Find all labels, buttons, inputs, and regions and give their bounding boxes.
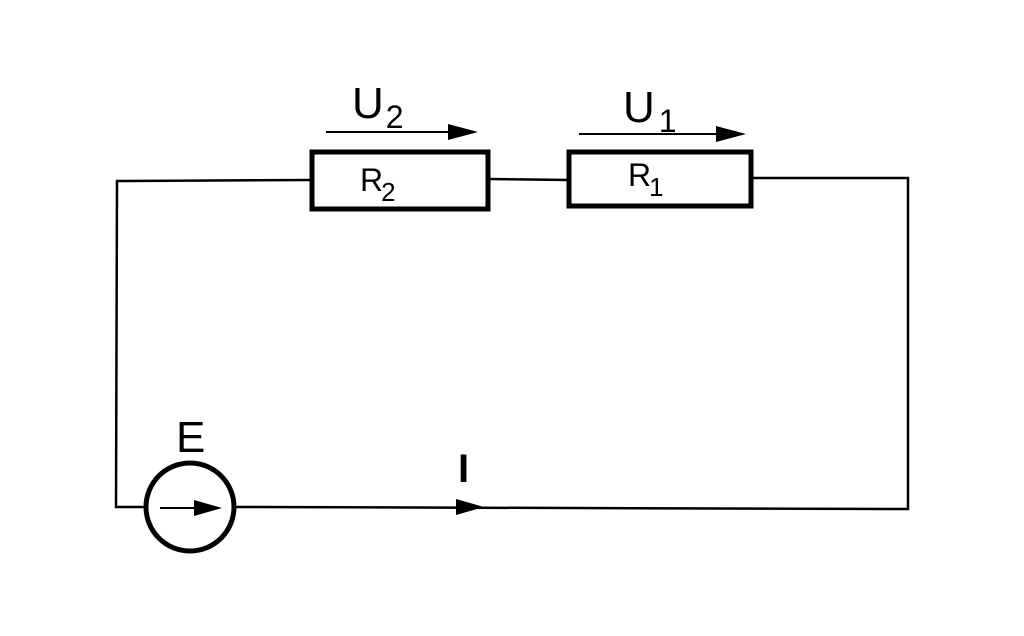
resistor-r1: R1: [566, 149, 754, 209]
voltage-u2-symbol: U: [352, 79, 384, 128]
resistor-r2-body: [309, 149, 491, 212]
voltage-u1-subscript: 1: [659, 103, 677, 139]
voltage-u2-subscript: 2: [386, 99, 404, 135]
voltage-u2-label: U2: [352, 79, 404, 135]
resistor-r1-subscript: 1: [649, 172, 663, 202]
current-arrow: I: [456, 447, 484, 515]
wire-left-top: [114, 178, 314, 509]
voltage-source-arrow-head: [194, 500, 222, 516]
resistor-r1-label: R1: [628, 157, 664, 202]
voltage-source-label: E: [176, 413, 205, 462]
resistor-r2-symbol: R: [360, 162, 383, 198]
resistor-r2-label: R2: [360, 162, 396, 207]
voltage-u2-arrow-head: [448, 124, 478, 140]
voltage-u1-symbol: U: [623, 83, 655, 132]
voltage-u1-arrow-head: [716, 126, 746, 142]
resistor-r2-subscript: 2: [381, 177, 395, 207]
voltage-source: E: [143, 413, 237, 554]
wire-right: [233, 176, 910, 511]
wires: [114, 176, 910, 511]
resistor-r1-symbol: R: [628, 157, 651, 193]
current-label: I: [458, 447, 469, 491]
voltage-arrow-u2: U2: [326, 79, 478, 140]
resistor-r2: R2: [309, 149, 491, 212]
current-arrow-head: [456, 499, 484, 515]
wire-r2-r1: [486, 177, 571, 182]
resistor-r1-body: [566, 149, 754, 209]
